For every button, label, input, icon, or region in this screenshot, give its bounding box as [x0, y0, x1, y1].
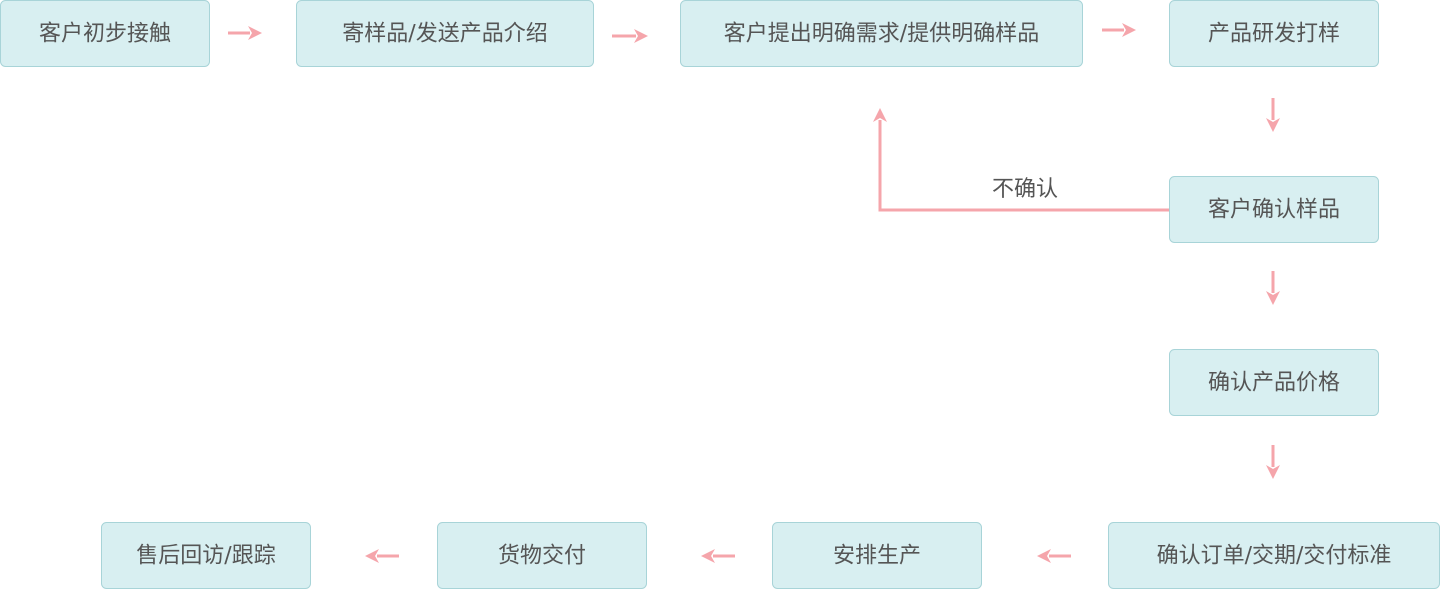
node-box [1169, 0, 1379, 67]
node-label: 客户初步接触 [39, 22, 171, 47]
edge-n3-n4 [1102, 23, 1136, 37]
edge-label: 不确认 [992, 177, 1058, 202]
node-n10: 售后回访/跟踪 [101, 522, 311, 589]
node-n7: 确认订单/交期/交付标准 [1108, 522, 1440, 589]
node-label: 安排生产 [833, 544, 921, 569]
node-box [680, 0, 1083, 67]
node-n6: 确认产品价格 [1169, 349, 1379, 416]
node-box [296, 0, 594, 67]
node-n5: 客户确认样品 [1169, 176, 1379, 243]
edge-n1-n2 [228, 26, 262, 40]
arrow-head [873, 108, 887, 122]
arrow-head [701, 549, 715, 563]
node-box [772, 522, 982, 589]
node-label: 客户提出明确需求/提供明确样品 [724, 22, 1039, 47]
arrow-head [1122, 23, 1136, 37]
node-n2: 寄样品/发送产品介绍 [296, 0, 594, 67]
node-box [1169, 349, 1379, 416]
node-n1: 客户初步接触 [0, 0, 210, 67]
node-n3: 客户提出明确需求/提供明确样品 [680, 0, 1083, 67]
node-n8: 安排生产 [772, 522, 982, 589]
node-box [0, 0, 210, 67]
edge-n6-n7 [1266, 445, 1280, 479]
edge-n4-n5 [1266, 98, 1280, 132]
arrow-head [365, 549, 379, 563]
edge-n5-n6 [1266, 271, 1280, 305]
arrow-head [1266, 118, 1280, 132]
arrow-head [634, 29, 648, 43]
edge-n5-n3: 不确认 [873, 108, 1169, 212]
node-n9: 货物交付 [437, 522, 647, 589]
node-box [437, 522, 647, 589]
node-n4: 产品研发打样 [1169, 0, 1379, 67]
node-box [1169, 176, 1379, 243]
node-label: 确认订单/交期/交付标准 [1157, 544, 1392, 569]
node-label: 寄样品/发送产品介绍 [342, 22, 547, 47]
node-label: 货物交付 [498, 544, 586, 569]
node-label: 产品研发打样 [1208, 22, 1340, 47]
node-box [101, 522, 311, 589]
node-label: 售后回访/跟踪 [136, 544, 275, 569]
arrow-head [248, 26, 262, 40]
edge-n8-n9 [701, 549, 735, 563]
arrow-line [878, 120, 1169, 212]
arrow-head [1266, 291, 1280, 305]
arrow-head [1266, 465, 1280, 479]
node-label: 确认产品价格 [1208, 371, 1340, 396]
edge-n9-n10 [365, 549, 399, 563]
edge-n2-n3 [612, 29, 648, 43]
edge-n7-n8 [1037, 549, 1071, 563]
node-label: 客户确认样品 [1208, 198, 1340, 223]
arrow-head [1037, 549, 1051, 563]
edges-layer: 不确认 [228, 23, 1280, 563]
